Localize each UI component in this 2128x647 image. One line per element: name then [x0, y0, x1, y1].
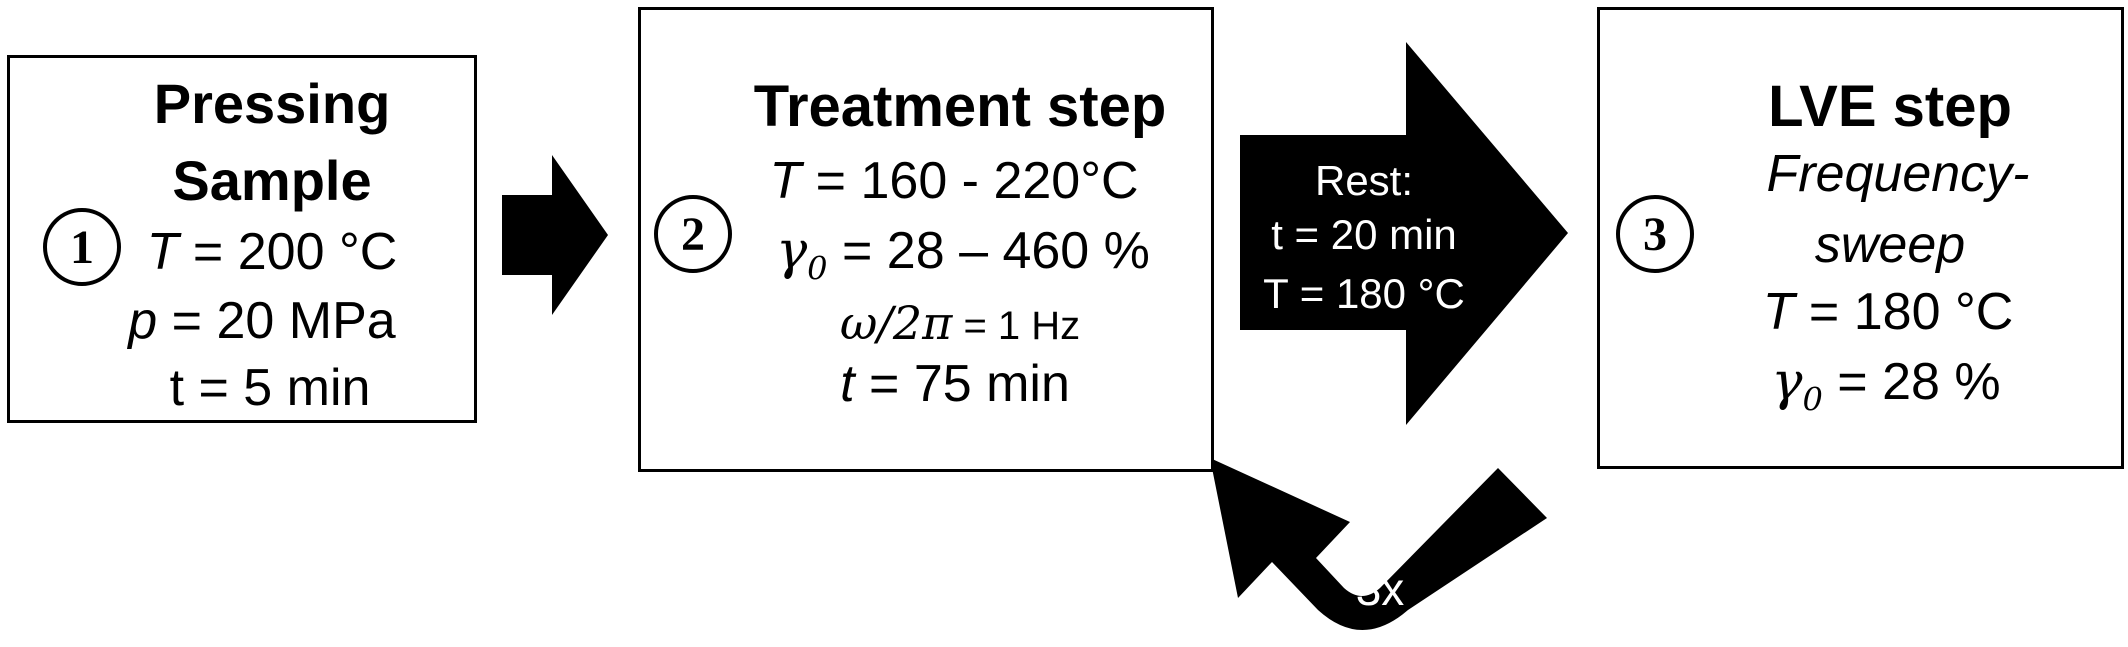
step2-box: [638, 7, 1214, 472]
step2-strain-value: = 28 – 460 %: [827, 222, 1150, 280]
step1-pressure-value: = 20 MPa: [157, 292, 396, 350]
step2-time-symbol: t: [840, 355, 855, 413]
step2-freq-value: = 1 Hz: [952, 304, 1081, 348]
arrow-step1-to-step2: [502, 155, 608, 315]
step1-temp-symbol: T: [146, 223, 179, 281]
step3-temperature: T = 180 °C: [1763, 286, 2014, 338]
step1-title-line1: Pressing: [153, 72, 391, 135]
step2-strain-subscript: 0: [807, 249, 828, 288]
step3-subtitle-line1: Frequency-: [1766, 145, 2030, 203]
step3-strain: γ0 = 28 %: [1771, 356, 2000, 415]
step1-temp-value: = 200 °C: [178, 223, 398, 281]
step1-pressure-symbol: p: [128, 292, 158, 350]
step2-number: 2: [681, 207, 705, 261]
step1-pressure: p = 20 MPa: [128, 295, 395, 347]
step1-number: 1: [70, 220, 94, 274]
step3-temp-symbol: T: [1762, 283, 1795, 341]
step3-subtitle-line2: sweep: [1814, 216, 1966, 274]
step1-title-line2: Sample: [172, 149, 372, 212]
step1-temperature: T = 200 °C: [147, 226, 398, 278]
step2-temperature: T = 160 - 220°C: [769, 155, 1138, 207]
step2-temp-value: = 160 - 220°C: [801, 152, 1139, 210]
step2-time: t = 75 min: [840, 358, 1070, 410]
step3-temp-value: = 180 °C: [1794, 283, 2014, 341]
arrow-step2-to-step3: [1240, 42, 1568, 425]
rest-temperature: T = 180 °C: [1263, 270, 1465, 317]
step2-frequency: ω/2π = 1 Hz: [840, 300, 1080, 346]
step3-strain-value: = 28 %: [1822, 353, 2001, 411]
step2-time-value: = 75 min: [854, 355, 1070, 413]
step3-strain-subscript: 0: [1802, 380, 1823, 419]
step2-strain-symbol: γ: [776, 221, 808, 281]
step1-number-circle: 1: [43, 208, 121, 286]
step3-number-circle: 3: [1616, 195, 1694, 273]
step2-title: Treatment step: [753, 74, 1167, 139]
repeat-count-label: 3x: [1355, 563, 1405, 615]
step3-strain-symbol: γ: [1771, 352, 1803, 412]
repeat-loop-arrow: [1210, 458, 1547, 630]
step2-freq-symbol: ω/2π: [839, 296, 953, 350]
step2-temp-symbol: T: [769, 152, 802, 210]
step2-strain: γ0 = 28 – 460 %: [776, 225, 1150, 284]
step1-time: t = 5 min: [169, 359, 371, 417]
step2-number-circle: 2: [654, 195, 732, 273]
step3-number: 3: [1643, 207, 1667, 261]
rest-time: t = 20 min: [1271, 211, 1457, 258]
rest-label: Rest:: [1314, 157, 1414, 204]
step3-title: LVE step: [1768, 74, 2012, 139]
